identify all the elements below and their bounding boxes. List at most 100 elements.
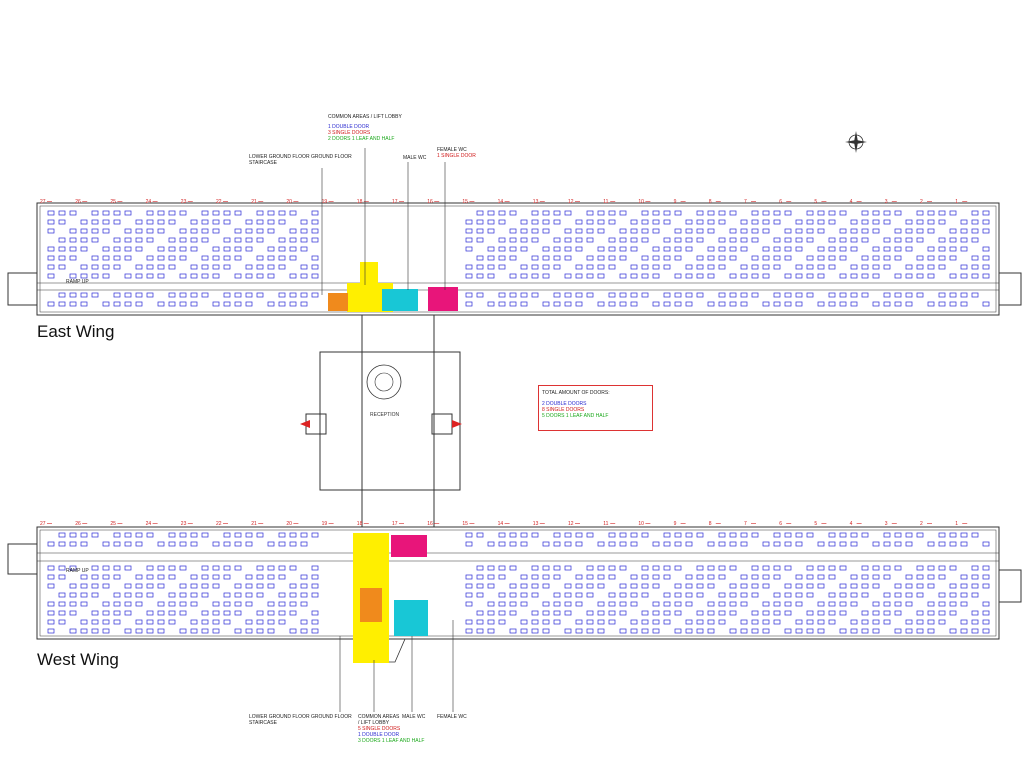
desk bbox=[828, 565, 836, 571]
desk bbox=[751, 565, 759, 571]
desk bbox=[960, 574, 968, 580]
desk bbox=[531, 273, 539, 279]
desk bbox=[245, 264, 253, 270]
desk bbox=[487, 273, 495, 279]
desk bbox=[927, 619, 935, 625]
desk bbox=[553, 532, 561, 538]
desk bbox=[872, 273, 880, 279]
desk bbox=[630, 592, 638, 598]
desk bbox=[91, 610, 99, 616]
desk bbox=[201, 255, 209, 261]
desk bbox=[982, 301, 990, 307]
desk bbox=[806, 610, 814, 616]
desk bbox=[938, 565, 946, 571]
desk bbox=[300, 246, 308, 252]
desk bbox=[916, 228, 924, 234]
desk bbox=[927, 574, 935, 580]
desk bbox=[223, 210, 231, 216]
desk bbox=[476, 255, 484, 261]
desk bbox=[190, 301, 198, 307]
desk bbox=[674, 246, 682, 252]
desk bbox=[135, 301, 143, 307]
desk bbox=[729, 541, 737, 547]
desk bbox=[630, 601, 638, 607]
desk bbox=[817, 619, 825, 625]
grid-number: 16 bbox=[427, 521, 433, 527]
desk bbox=[784, 246, 792, 252]
desk bbox=[509, 532, 517, 538]
desk bbox=[916, 619, 924, 625]
desk bbox=[795, 619, 803, 625]
desk bbox=[982, 219, 990, 225]
desk bbox=[597, 255, 605, 261]
desk bbox=[839, 592, 847, 598]
desk bbox=[531, 292, 539, 298]
desk bbox=[861, 583, 869, 589]
desk bbox=[586, 292, 594, 298]
desk bbox=[663, 592, 671, 598]
desk bbox=[179, 255, 187, 261]
desk bbox=[850, 264, 858, 270]
desk bbox=[234, 610, 242, 616]
desk bbox=[696, 264, 704, 270]
desk bbox=[102, 583, 110, 589]
desk bbox=[674, 532, 682, 538]
desk bbox=[773, 292, 781, 298]
desk bbox=[542, 619, 550, 625]
desk bbox=[289, 592, 297, 598]
desk bbox=[300, 264, 308, 270]
desk bbox=[190, 619, 198, 625]
desk bbox=[729, 292, 737, 298]
desk bbox=[47, 628, 55, 634]
desk bbox=[751, 292, 759, 298]
desk bbox=[487, 541, 495, 547]
desk bbox=[729, 583, 737, 589]
desk bbox=[256, 628, 264, 634]
grid-number: 6 bbox=[779, 521, 782, 527]
desk bbox=[652, 210, 660, 216]
desk bbox=[542, 273, 550, 279]
desk bbox=[69, 610, 77, 616]
desk bbox=[927, 255, 935, 261]
desk bbox=[586, 574, 594, 580]
desk bbox=[916, 574, 924, 580]
desk bbox=[630, 532, 638, 538]
desk bbox=[157, 574, 165, 580]
desk bbox=[938, 610, 946, 616]
desk bbox=[509, 301, 517, 307]
desk bbox=[146, 210, 154, 216]
desk bbox=[663, 292, 671, 298]
grid-number: 18 bbox=[357, 521, 363, 527]
desk bbox=[916, 610, 924, 616]
desk bbox=[707, 619, 715, 625]
desk bbox=[685, 592, 693, 598]
desk bbox=[157, 601, 165, 607]
desk bbox=[949, 292, 957, 298]
desk bbox=[641, 532, 649, 538]
desk bbox=[531, 237, 539, 243]
desk bbox=[47, 219, 55, 225]
desk bbox=[982, 565, 990, 571]
desk bbox=[498, 219, 506, 225]
desk bbox=[905, 532, 913, 538]
desk bbox=[80, 601, 88, 607]
desk bbox=[960, 292, 968, 298]
desk bbox=[146, 565, 154, 571]
desk bbox=[267, 273, 275, 279]
desk bbox=[157, 583, 165, 589]
desk bbox=[564, 583, 572, 589]
desk bbox=[575, 237, 583, 243]
desk bbox=[256, 619, 264, 625]
desk bbox=[179, 273, 187, 279]
desk bbox=[850, 532, 858, 538]
desk bbox=[817, 301, 825, 307]
desk bbox=[619, 210, 627, 216]
desk bbox=[916, 210, 924, 216]
desk bbox=[58, 532, 66, 538]
desk bbox=[520, 541, 528, 547]
desk bbox=[652, 541, 660, 547]
desk bbox=[828, 532, 836, 538]
desk bbox=[718, 292, 726, 298]
desk bbox=[773, 246, 781, 252]
